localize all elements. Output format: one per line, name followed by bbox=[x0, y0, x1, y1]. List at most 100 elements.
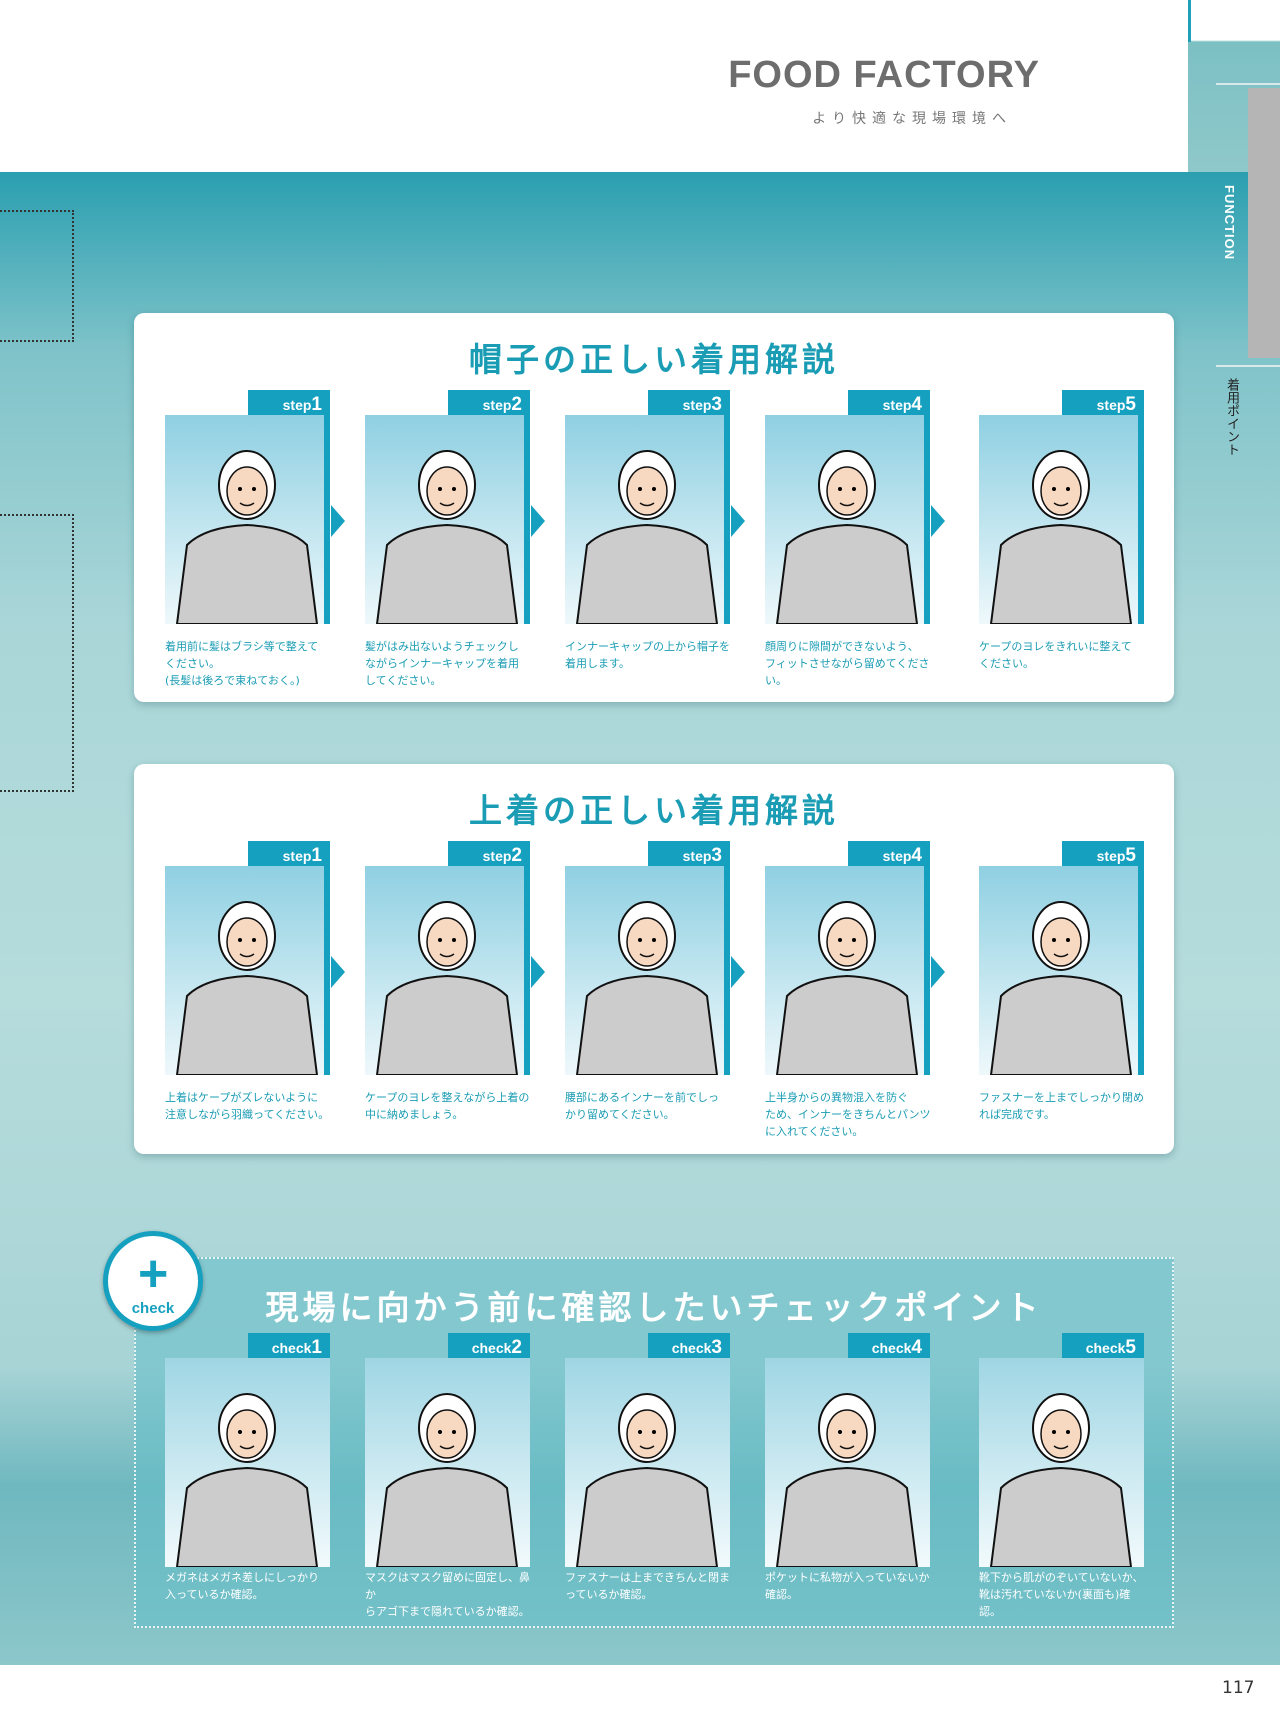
caption: ファスナーを上までしっかり閉め れば完成です。 bbox=[979, 1091, 1144, 1121]
arrow-right-icon bbox=[331, 956, 345, 988]
jacket-guide-card: 上着の正しい着用解説 step1 上着はケープがズレないように 注意しながら羽織… bbox=[134, 764, 1174, 1154]
caption: 上着はケープがズレないように 注意しながら羽織ってください。 bbox=[165, 1091, 330, 1121]
brand-title: FOOD FACTORY bbox=[728, 54, 1040, 96]
caption: 髪がはみ出ないようチェックし ながらインナーキャップを着用 してください。 bbox=[365, 640, 519, 687]
section-title: 現場に向かう前に確認したいチェックポイント bbox=[265, 1288, 1043, 1327]
step-tab: step5 bbox=[1062, 390, 1144, 415]
tab-number: 3 bbox=[711, 845, 722, 866]
caption: 靴下から肌がのぞいていないか、 靴は汚れていないか(裏面も)確認。 bbox=[979, 1571, 1144, 1618]
illustration bbox=[765, 1358, 930, 1567]
caption: 上半身からの異物混入を防ぐ ため、インナーをきちんとパンツ に入れてください。 bbox=[765, 1091, 931, 1138]
illustration bbox=[165, 1358, 330, 1567]
tab-label: check bbox=[471, 1340, 512, 1356]
section-title: 帽子の正しい着用解説 bbox=[469, 340, 839, 379]
step-tab: step5 bbox=[1062, 841, 1144, 866]
tab-label: step bbox=[882, 397, 912, 413]
arrow-right-icon bbox=[731, 505, 745, 537]
caption: ケープのヨレをきれいに整えて ください。 bbox=[979, 640, 1132, 670]
tab-number: 3 bbox=[711, 1337, 722, 1358]
illustration bbox=[565, 415, 730, 624]
step-tab: step2 bbox=[448, 390, 530, 415]
caption: ポケットに私物が入っていないか 確認。 bbox=[765, 1571, 930, 1601]
tab-label: step bbox=[682, 848, 712, 864]
check-tab: check5 bbox=[1062, 1333, 1144, 1358]
arrow-right-icon bbox=[531, 505, 545, 537]
illustration bbox=[765, 866, 930, 1075]
caption: マスクはマスク留めに固定し、鼻か らアゴ下まで隠れているか確認。 bbox=[365, 1571, 530, 1618]
tab-number: 2 bbox=[511, 1337, 522, 1358]
section-label: FUNCTION bbox=[1222, 185, 1237, 261]
caption: ファスナーは上まできちんと閉ま っているか確認。 bbox=[565, 1571, 730, 1601]
tab-label: check bbox=[1085, 1340, 1126, 1356]
tab-label: step bbox=[1096, 848, 1126, 864]
check-badge: + check bbox=[103, 1231, 203, 1331]
caption: インナーキャップの上から帽子を 着用します。 bbox=[565, 640, 730, 670]
tab-label: step bbox=[282, 848, 312, 864]
plus-icon: + bbox=[138, 1245, 169, 1303]
check-tab: check4 bbox=[848, 1333, 930, 1358]
tab-number: 2 bbox=[511, 845, 522, 866]
illustration bbox=[565, 866, 730, 1075]
tab-number: 2 bbox=[511, 394, 522, 415]
divider bbox=[1216, 83, 1280, 85]
step-tab: step4 bbox=[848, 390, 930, 415]
caption: メガネはメガネ差しにしっかり 入っているか確認。 bbox=[165, 1571, 319, 1601]
illustration bbox=[565, 1358, 730, 1567]
illustration bbox=[979, 1358, 1144, 1567]
step-tab: step1 bbox=[248, 390, 330, 415]
section-tab-indicator bbox=[1248, 88, 1280, 358]
illustration bbox=[365, 415, 530, 624]
tab-number: 4 bbox=[911, 845, 922, 866]
connector-line bbox=[0, 210, 74, 342]
tab-label: step bbox=[282, 397, 312, 413]
tab-number: 5 bbox=[1125, 845, 1136, 866]
tab-number: 5 bbox=[1125, 394, 1136, 415]
check-tab: check1 bbox=[248, 1333, 330, 1358]
badge-label: check bbox=[131, 1300, 175, 1317]
divider bbox=[1216, 365, 1280, 367]
tab-number: 1 bbox=[311, 394, 322, 415]
tab-number: 1 bbox=[311, 845, 322, 866]
caption: 顔周りに隙間ができないよう、 フィットさせながら留めてください。 bbox=[765, 640, 930, 687]
tab-label: step bbox=[682, 397, 712, 413]
page-number: 117 bbox=[1222, 1678, 1255, 1698]
tab-number: 4 bbox=[911, 1337, 922, 1358]
check-tab: check2 bbox=[448, 1333, 530, 1358]
checkpoints-panel: 現場に向かう前に確認したいチェックポイント check1 メガネはメガネ差しにし… bbox=[134, 1257, 1174, 1628]
tagline: より快適な現場環境へ bbox=[812, 111, 1012, 127]
tab-number: 1 bbox=[311, 1337, 322, 1358]
caption: ケープのヨレを整えながら上着の 中に納めましょう。 bbox=[365, 1091, 530, 1121]
step-tab: step1 bbox=[248, 841, 330, 866]
tab-label: check bbox=[271, 1340, 312, 1356]
section-title: 上着の正しい着用解説 bbox=[469, 791, 839, 830]
tab-number: 5 bbox=[1125, 1337, 1136, 1358]
caption: 着用前に髪はブラシ等で整えて ください。 (長髪は後ろで束ねておく。) bbox=[165, 640, 319, 687]
step-tab: step3 bbox=[648, 841, 730, 866]
arrow-right-icon bbox=[731, 956, 745, 988]
check-tab: check3 bbox=[648, 1333, 730, 1358]
arrow-right-icon bbox=[331, 505, 345, 537]
accent-line bbox=[1188, 0, 1191, 42]
tab-label: step bbox=[1096, 397, 1126, 413]
step-tab: step3 bbox=[648, 390, 730, 415]
illustration bbox=[365, 866, 530, 1075]
tab-label: check bbox=[671, 1340, 712, 1356]
illustration bbox=[365, 1358, 530, 1567]
tab-label: step bbox=[882, 848, 912, 864]
tab-label: check bbox=[871, 1340, 912, 1356]
arrow-right-icon bbox=[931, 956, 945, 988]
caption: 腰部にあるインナーを前でしっ かり留めてください。 bbox=[565, 1091, 719, 1121]
illustration bbox=[979, 415, 1144, 624]
arrow-right-icon bbox=[531, 956, 545, 988]
tab-number: 3 bbox=[711, 394, 722, 415]
step-tab: step4 bbox=[848, 841, 930, 866]
tab-number: 4 bbox=[911, 394, 922, 415]
tab-label: step bbox=[482, 848, 512, 864]
connector-line bbox=[0, 514, 74, 792]
illustration bbox=[165, 415, 330, 624]
illustration bbox=[979, 866, 1144, 1075]
illustration bbox=[165, 866, 330, 1075]
arrow-right-icon bbox=[931, 505, 945, 537]
subsection-label: 着用ポイント bbox=[1224, 378, 1239, 456]
step-tab: step2 bbox=[448, 841, 530, 866]
